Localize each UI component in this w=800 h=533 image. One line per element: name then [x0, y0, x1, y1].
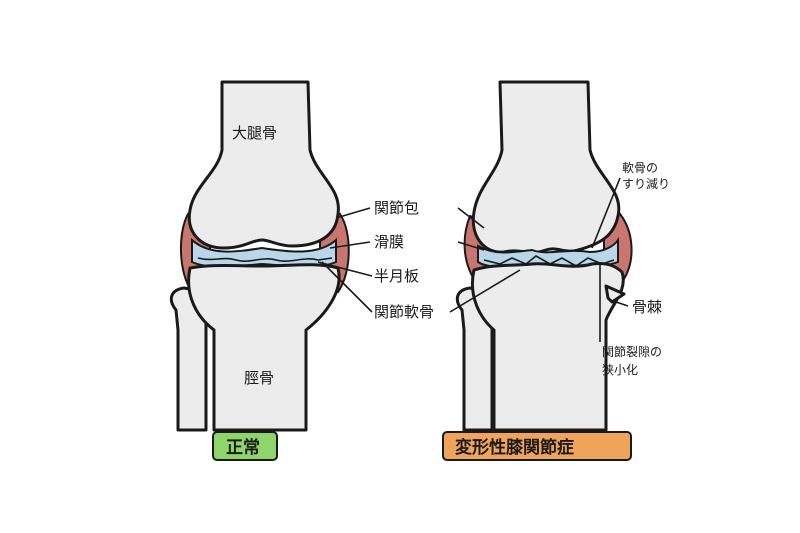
capsule-label: 関節包: [374, 199, 419, 217]
meniscus-label: 半月板: [374, 267, 419, 285]
oa-osteophyte: [604, 284, 626, 304]
oa-joint-line: [483, 255, 615, 267]
cartilage-label: 関節軟骨: [374, 303, 434, 321]
space-narrowing-label-1: 関節裂隙の: [602, 344, 662, 359]
normal-badge-text: 正常: [226, 437, 260, 458]
normal-femur: [187, 80, 340, 250]
oa-femur: [471, 80, 621, 254]
oa-badge-text: 変形性膝関節症: [455, 437, 574, 458]
oa-tibia: [470, 262, 625, 432]
normal-meniscus-line: [197, 257, 333, 262]
synovium-label: 滑膜: [374, 233, 404, 251]
cartilage-wear-label-2: すり減り: [622, 176, 670, 191]
femur-label: 大腿骨: [232, 124, 277, 142]
normal-tibia: [187, 263, 341, 432]
center-leader-lines: [317, 207, 521, 313]
tibia-label: 脛骨: [244, 369, 274, 387]
space-narrowing-label-2: 狭小化: [602, 363, 638, 377]
osteophyte-label: 骨棘: [632, 298, 662, 316]
right-leader-lines: [591, 177, 629, 342]
oa-fibula: [455, 286, 494, 432]
cartilage-wear-label-1: 軟骨の: [622, 160, 658, 175]
normal-fibula: [169, 286, 208, 432]
normal-knee: [169, 80, 350, 432]
oa-badge: 変形性膝関節症: [442, 431, 632, 461]
normal-badge: 正常: [212, 431, 278, 461]
oa-knee: [455, 80, 633, 432]
